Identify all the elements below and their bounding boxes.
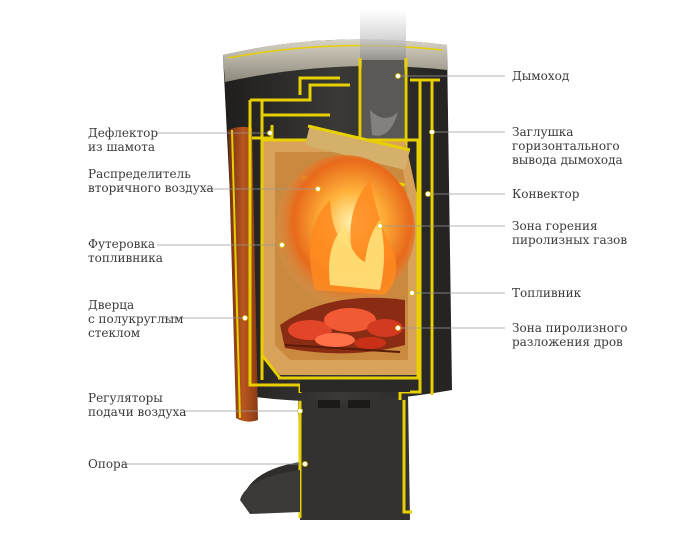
label-pyrolysis-zone: Зона пиролизного разложения дров xyxy=(512,321,627,349)
label-support: Опора xyxy=(88,457,128,471)
label-line: Регуляторы xyxy=(88,391,163,405)
label-line: подачи воздуха xyxy=(88,405,187,419)
chimney-pipe xyxy=(358,10,408,150)
label-line: Зона пиролизного xyxy=(512,321,628,335)
label-line: Дверца xyxy=(88,298,135,312)
label-line: Конвектор xyxy=(512,187,580,201)
label-line: вывода дымохода xyxy=(512,153,623,167)
flame xyxy=(275,155,415,305)
embers xyxy=(280,297,405,354)
label-line: Зона горения xyxy=(512,219,598,233)
label-line: Дымоход xyxy=(512,69,570,83)
label-deflector: Дефлектор из шамота xyxy=(88,126,158,154)
label-line: топливника xyxy=(88,251,163,265)
label-line: Опора xyxy=(88,457,128,471)
label-line: Заглушка xyxy=(512,125,574,139)
support-stand xyxy=(240,393,412,520)
air-regulators xyxy=(300,376,410,408)
label-door: Дверца с полукруглым стеклом xyxy=(88,298,183,340)
label-line: пиролизных газов xyxy=(512,233,628,247)
label-line: из шамота xyxy=(88,140,156,154)
label-line: горизонтального xyxy=(512,139,620,153)
label-firebox: Топливник xyxy=(512,286,581,300)
label-chimney: Дымоход xyxy=(512,69,569,83)
label-line: стеклом xyxy=(88,326,141,340)
label-combustion-zone: Зона горения пиролизных газов xyxy=(512,219,627,247)
label-plug: Заглушка горизонтального вывода дымохода xyxy=(512,125,623,167)
label-line: разложения дров xyxy=(512,335,623,349)
chamotte-deflector xyxy=(305,124,411,170)
label-secondary-air-distributor: Распределитель вторичного воздуха xyxy=(88,167,214,195)
label-firebox-lining: Футеровка топливника xyxy=(88,237,163,265)
label-convector: Конвектор xyxy=(512,187,579,201)
label-line: Топливник xyxy=(512,286,582,300)
label-line: с полукруглым xyxy=(88,312,184,326)
leader-lines xyxy=(122,73,505,467)
label-line: Дефлектор xyxy=(88,126,159,140)
label-line: вторичного воздуха xyxy=(88,181,214,195)
label-line: Распределитель xyxy=(88,167,191,181)
label-line: Футеровка xyxy=(88,237,156,251)
label-air-regulators: Регуляторы подачи воздуха xyxy=(88,391,186,419)
